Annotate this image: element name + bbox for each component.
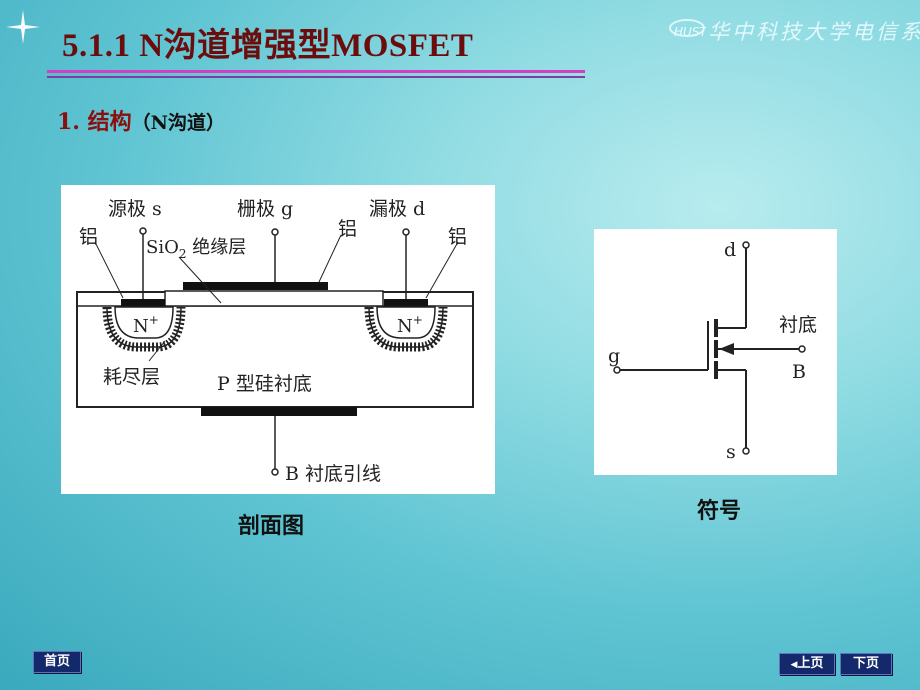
aluminum-mid-label: 铝 [338, 218, 357, 240]
cross-section-diagram: 源极 s 栅极 g 漏极 d 铝 铝 铝 SiO2 绝缘层 N+ N+ 耗尽层 … [61, 185, 495, 494]
prev-page-button[interactable]: ◀上页 [779, 653, 835, 675]
substrate-arrow-icon [719, 343, 734, 355]
page-title: 5.1.1 N沟道增强型MOSFET [62, 28, 474, 64]
gate-terminal [613, 366, 621, 374]
aluminum-left-label: 铝 [79, 226, 98, 248]
home-button[interactable]: 首页 [33, 651, 81, 673]
substrate-text: 衬底 [779, 314, 817, 336]
section-heading: 1. 结构（N沟道） [57, 104, 225, 136]
aluminum-right-label: 铝 [448, 226, 467, 248]
mosfet-symbol-diagram: d g s 衬底 B [594, 229, 837, 475]
logo-mark-icon: HUST [669, 19, 708, 39]
substrate-lead-label: B 衬底引线 [285, 463, 381, 485]
substrate-label: P 型硅衬底 [217, 373, 312, 395]
source-terminal [742, 447, 750, 455]
substrate-terminal [798, 345, 806, 353]
drain-letter: d [724, 239, 736, 261]
arrow-left-icon: ◀ [790, 660, 798, 670]
section-heading-note: （N沟道） [131, 112, 226, 134]
drain-terminal [402, 228, 410, 236]
title-underline-shadow [47, 76, 585, 78]
university-logo: HUST 华中科技大学电信系 [668, 14, 920, 44]
depletion-label: 耗尽层 [103, 366, 160, 388]
sparkle-icon [6, 10, 40, 44]
n-plus-left [114, 306, 174, 339]
oxide-label: SiO2 绝缘层 [146, 237, 246, 261]
drain-label: 漏极 d [369, 198, 425, 220]
gate-label: 栅极 g [237, 198, 293, 220]
n-plus-right-label: N+ [397, 313, 423, 337]
next-page-button[interactable]: 下页 [840, 653, 892, 675]
title-underline [47, 70, 585, 73]
oxide-raised [164, 290, 384, 307]
source-label: 源极 s [108, 198, 162, 220]
n-plus-right [376, 306, 436, 339]
source-terminal [139, 227, 147, 235]
drain-terminal [742, 241, 750, 249]
gate-letter: g [608, 345, 620, 367]
cross-section-caption: 剖面图 [238, 513, 305, 539]
gate-terminal [271, 228, 279, 236]
section-heading-text: 1. 结构 [57, 109, 132, 135]
substrate-terminal [271, 468, 279, 476]
source-letter: s [726, 441, 736, 463]
substrate-aluminum [201, 407, 357, 416]
drain-aluminum [384, 299, 428, 307]
gate-aluminum [183, 282, 328, 290]
substrate-letter: B [792, 361, 806, 383]
n-plus-left-label: N+ [133, 313, 159, 337]
symbol-caption: 符号 [697, 498, 742, 524]
prev-page-label: 上页 [797, 656, 824, 671]
source-aluminum [121, 299, 165, 307]
logo-text: 华中科技大学电信系 [708, 20, 920, 44]
svg-text:HUST: HUST [674, 25, 706, 39]
